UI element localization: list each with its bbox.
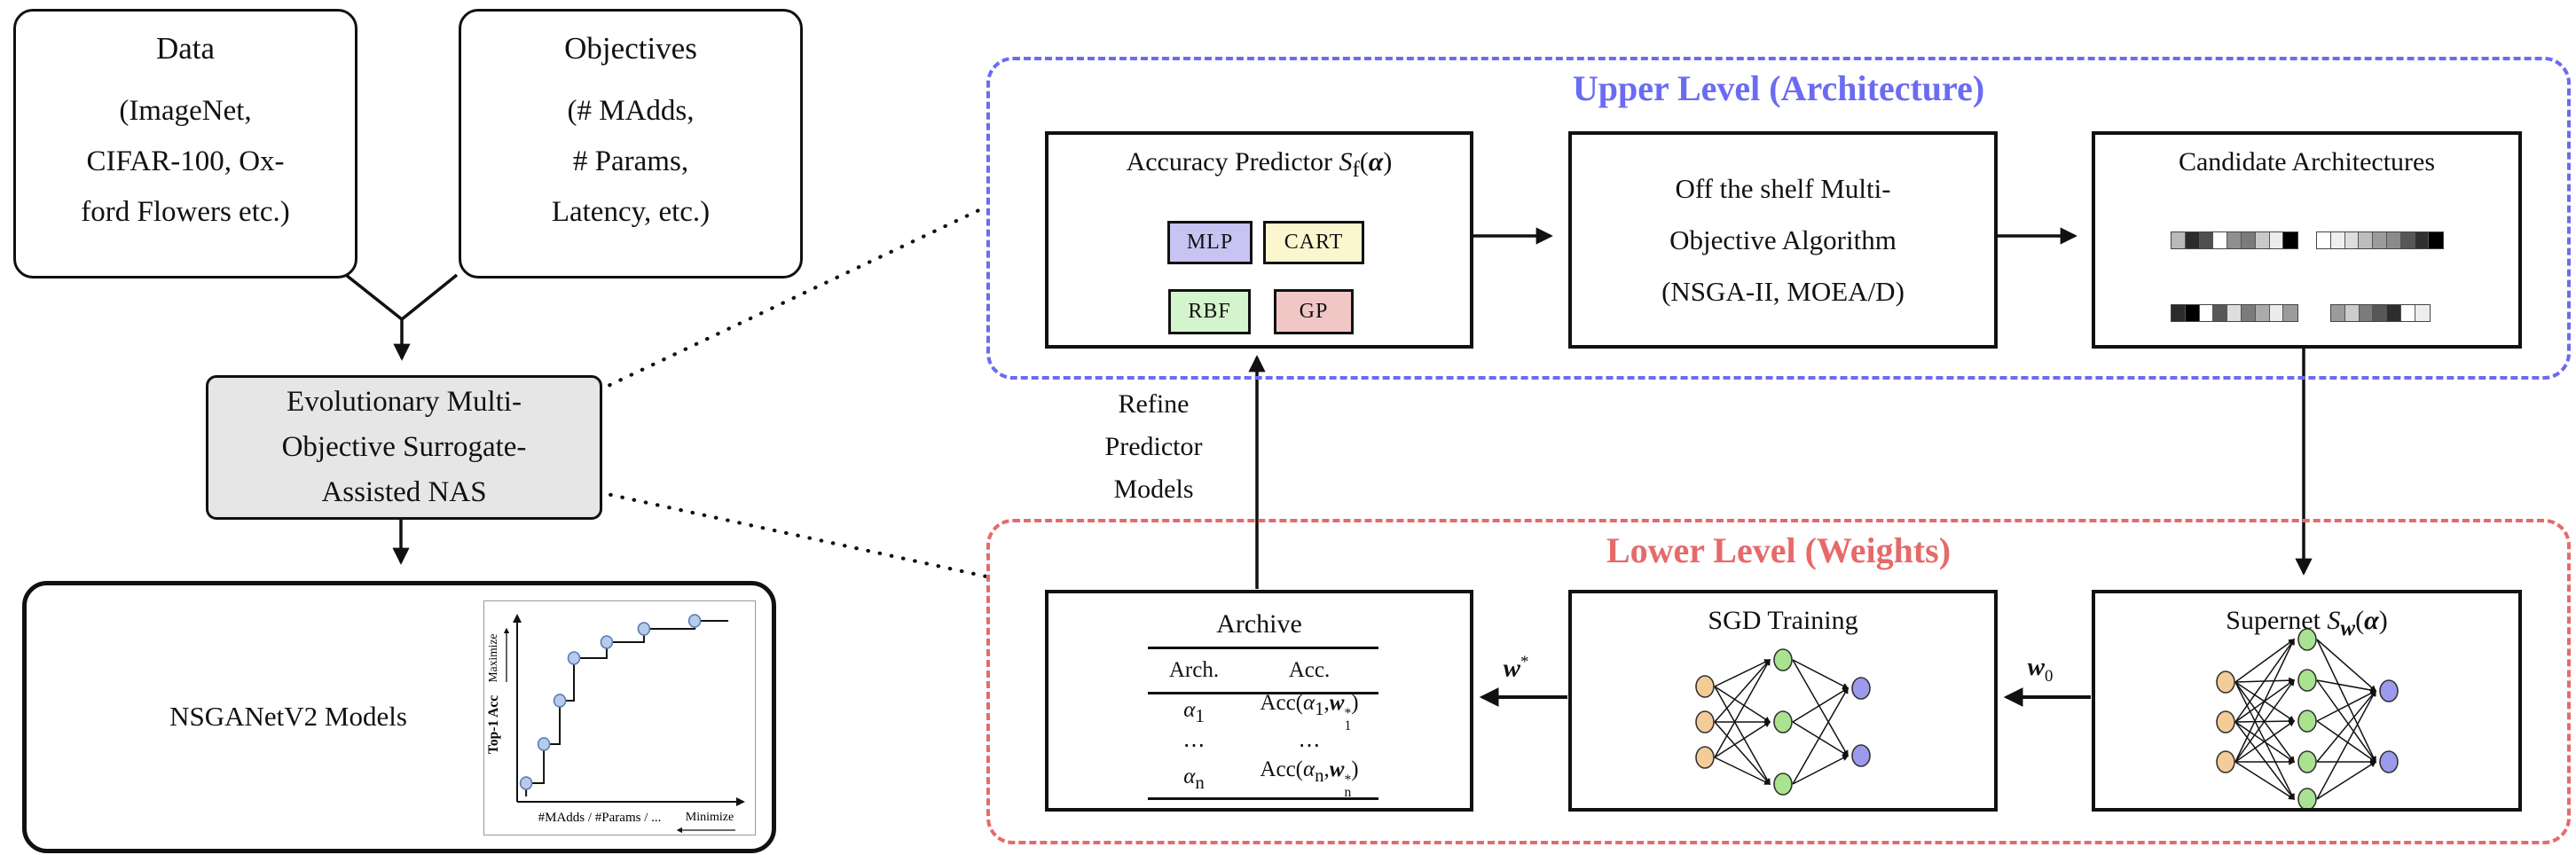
encoding-cell	[2317, 232, 2331, 248]
refine-predictor-models-label: Refine Predictor Models	[1104, 389, 1203, 504]
w-zero-label: w0	[2027, 653, 2054, 686]
encoding-cell	[2415, 232, 2430, 248]
nsganetv2-models-label: NSGANetV2 Models	[169, 701, 407, 732]
svg-text:Minimize: Minimize	[686, 811, 734, 824]
sgd-training-title: SGD Training	[1708, 606, 1858, 635]
candidate-architectures-title: Candidate Architectures	[2178, 147, 2436, 176]
encoding-cell	[2387, 305, 2401, 321]
data-box: Data (ImageNet, CIFAR-100, Ox- ford Flow…	[13, 9, 357, 278]
predictor-badge-mlp: MLP	[1167, 221, 1253, 264]
encoding-cell	[2269, 232, 2284, 248]
table-rule	[1148, 692, 1378, 694]
encoding-cell	[2269, 305, 2284, 321]
encoding-cell	[2227, 232, 2242, 248]
predictor-badge-rbf: RBF	[1168, 289, 1251, 334]
svg-text:Top-1 Acc: Top-1 Acc	[486, 695, 501, 754]
encoding-cell	[2400, 305, 2415, 321]
candidate-architectures-box: Candidate Architectures	[2092, 131, 2522, 349]
archive-table-row: ⋯⋯	[1182, 733, 1321, 757]
nsganetv2-models-box: NSGANetV2 Models Top-1 Acc Maximize #MAdds…	[22, 581, 776, 853]
svg-text:Maximize: Maximize	[486, 634, 499, 683]
sgd-training-box: SGD Training	[1568, 590, 1998, 812]
encoding-cell	[2373, 232, 2387, 248]
pareto-chart: Top-1 Acc Maximize #MAdds / #Params / ... M…	[486, 614, 745, 834]
encoding-cell	[2359, 232, 2374, 248]
table-rule	[1148, 797, 1378, 800]
encoding-cell	[2429, 232, 2444, 248]
encoding-cell	[2344, 305, 2360, 321]
architecture-encoding-strip	[2330, 304, 2431, 322]
architecture-encoding-strip	[2316, 231, 2445, 249]
data-box-title: Data	[155, 31, 216, 66]
encoding-cell	[2255, 305, 2270, 321]
encoding-cell	[2172, 232, 2186, 248]
encoding-cell	[2199, 305, 2214, 321]
architecture-encoding-strip	[2171, 231, 2299, 249]
encoding-cell	[2185, 305, 2200, 321]
predictor-badge-cart: CART	[1263, 221, 1364, 264]
supernet-box: Supernet Sw(α)	[2092, 590, 2522, 812]
accuracy-predictor-title: Accuracy Predictor Sf(α)	[1126, 147, 1393, 182]
encoding-cell	[2331, 305, 2345, 321]
lower-level-frame: Lower Level (Weights)	[986, 519, 2571, 844]
svg-text:#MAdds / #Params / ...: #MAdds / #Params / ...	[538, 811, 662, 825]
encoding-cell	[2330, 232, 2345, 248]
archive-table-header: Arch. Acc.	[1168, 658, 1331, 682]
w-star-label: w*	[1503, 653, 1529, 683]
encoding-cell	[2359, 305, 2374, 321]
table-rule	[1148, 647, 1378, 649]
objectives-box-title: Objectives	[564, 31, 697, 66]
upper-level-title: Upper Level (Architecture)	[1572, 68, 1985, 108]
encoding-cell	[2400, 232, 2415, 248]
objectives-box: Objectives (# MAdds, # Params, Latency, …	[459, 9, 803, 278]
merge-line-data	[344, 273, 404, 321]
pareto-front-inset: Top-1 Acc Maximize #MAdds / #Params / ... M…	[483, 600, 756, 835]
upper-level-frame: Upper Level (Architecture)	[986, 57, 2571, 380]
encoding-cell	[2415, 305, 2430, 321]
architecture-encoding-strip	[2171, 304, 2299, 322]
encoding-cell	[2172, 305, 2186, 321]
predictor-badge-gp: GP	[1274, 289, 1354, 334]
encoding-cell	[2227, 305, 2242, 321]
encoding-cell	[2255, 232, 2270, 248]
encoding-cell	[2344, 232, 2360, 248]
lower-level-title: Lower Level (Weights)	[1606, 530, 1952, 570]
moea-box: Off the shelf Multi- Objective Algorithm…	[1568, 131, 1998, 349]
objectives-box-body: (# MAdds, # Params, Latency, etc.)	[551, 95, 711, 228]
merge-line-objectives	[400, 273, 459, 321]
emo-nas-box: Evolutionary Multi- Objective Surrogate-…	[206, 375, 602, 520]
encoding-cell	[2373, 305, 2388, 321]
encoding-cell	[2241, 232, 2256, 248]
encoding-cell	[2283, 232, 2298, 248]
encoding-cell	[2199, 232, 2214, 248]
encoding-cell	[2386, 232, 2401, 248]
encoding-cell	[2241, 305, 2256, 321]
encoding-cell	[2283, 305, 2298, 321]
encoding-cell	[2213, 232, 2228, 248]
sgd-network-icon	[1695, 648, 1871, 796]
supernet-network-icon	[2216, 628, 2399, 808]
encoding-cell	[2213, 305, 2228, 321]
archive-title: Archive	[1216, 609, 1302, 639]
dotted-link-lower	[596, 490, 989, 579]
encoding-cell	[2185, 232, 2200, 248]
data-box-body: (ImageNet, CIFAR-100, Ox- ford Flowers e…	[81, 95, 290, 228]
